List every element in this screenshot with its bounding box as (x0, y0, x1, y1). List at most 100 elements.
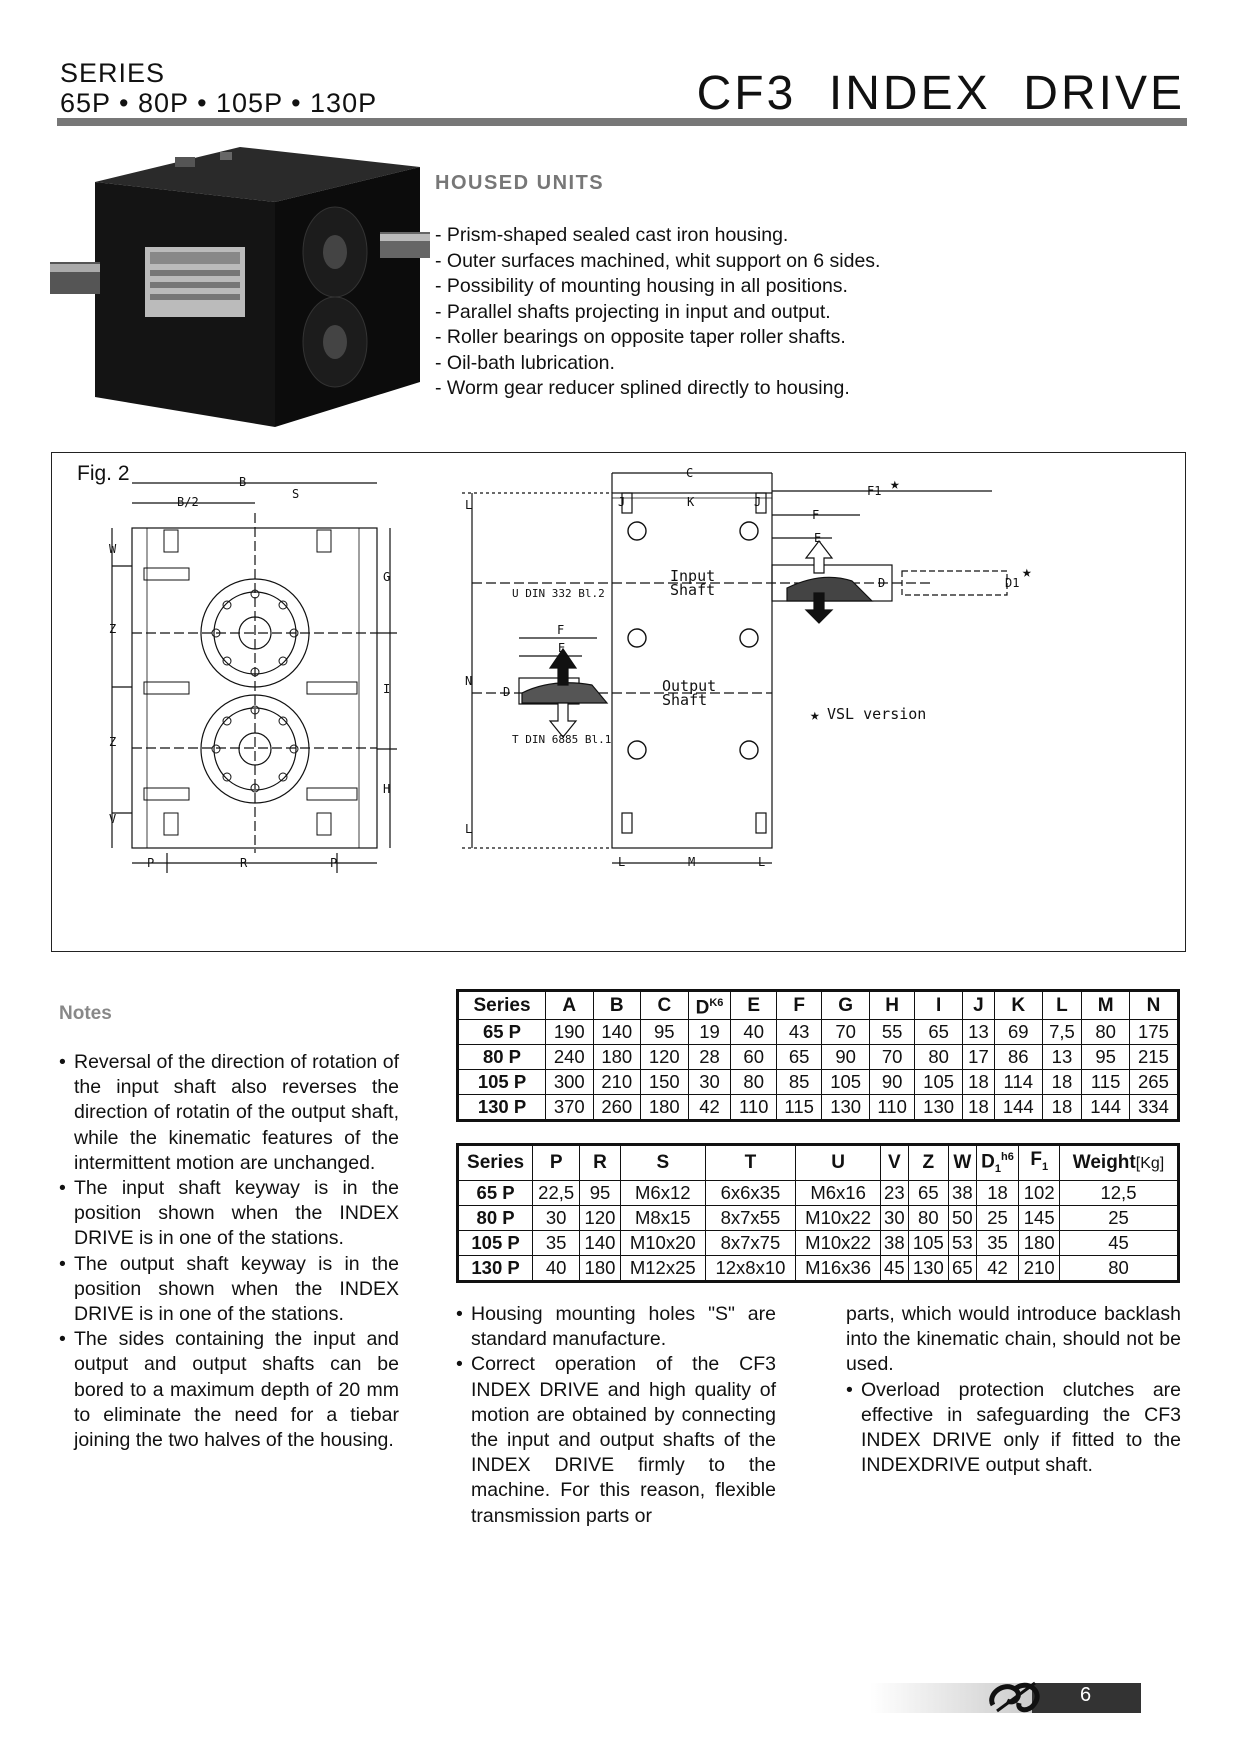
table-cell: 86 (994, 1044, 1043, 1071)
table-cell: 80 (914, 1044, 963, 1071)
dim-l2: L (758, 855, 765, 869)
table-cell: 210 (592, 1069, 642, 1096)
col-header: A (545, 989, 594, 1021)
col-header-unit: [Kg] (1135, 1154, 1165, 1172)
dim-c: C (686, 466, 693, 480)
table-cell: 30 (880, 1205, 909, 1232)
dim-h: H (383, 782, 390, 796)
table-cell: 69 (994, 1019, 1043, 1046)
t-label: T DIN 6885 Bl.1 (512, 733, 611, 746)
table-cell: 190 (545, 1019, 594, 1046)
note-continuation: parts, which would introduce backlash in… (846, 1303, 1181, 1376)
dim-v: V (109, 812, 116, 826)
table-cell: 65 (907, 1180, 950, 1207)
col-header: S (619, 1143, 706, 1182)
table-cell: 65 (914, 1019, 963, 1046)
col-header: D1h6 (975, 1143, 1020, 1182)
page-number: 6 (1080, 1684, 1092, 1706)
table-cell: M16x36 (795, 1255, 882, 1283)
brand-logo-icon (985, 1675, 1045, 1724)
table-cell: 180 (1018, 1230, 1060, 1257)
table-cell: 40 (532, 1255, 581, 1283)
table-cell: 260 (592, 1094, 642, 1122)
table-cell: 144 (1081, 1094, 1130, 1122)
series-cell: 65 P (456, 1019, 547, 1046)
dim-d1: D1 (1005, 576, 1019, 590)
fig-label: Fig. 2 (77, 462, 130, 485)
table-cell: 45 (1058, 1230, 1180, 1257)
feature-item: - Worm gear reducer splined directly to … (435, 377, 850, 399)
table-cell: 265 (1128, 1069, 1180, 1096)
table-cell: 35 (532, 1230, 581, 1257)
col-header: N (1128, 989, 1180, 1021)
col-header: W (948, 1143, 977, 1182)
col-header: Series (456, 1143, 534, 1182)
table-cell: 18 (1041, 1094, 1083, 1122)
table-cell: 23 (880, 1180, 909, 1207)
note-item: Housing mounting holes "S" are standard … (456, 1302, 776, 1352)
series-cell: 80 P (456, 1044, 547, 1071)
u-label: U DIN 332 Bl.2 (512, 587, 605, 600)
series-label: SERIES (60, 58, 166, 88)
col-header: G (821, 989, 870, 1021)
table-cell: 35 (975, 1230, 1020, 1257)
table-cell: 105 (914, 1069, 963, 1096)
table-cell: 18 (961, 1069, 996, 1096)
col-header: Weight[Kg] (1058, 1143, 1180, 1182)
table-cell: 80 (730, 1069, 777, 1096)
table-cell: M10x22 (795, 1205, 882, 1232)
col-header: B (592, 989, 642, 1021)
table-cell: 370 (545, 1094, 594, 1122)
table-cell: 102 (1018, 1180, 1060, 1207)
dim-l1: L (618, 855, 625, 869)
dim-d-mid: D (503, 685, 510, 699)
col-header-sub: 1 (994, 1163, 1001, 1176)
table-cell: 19 (687, 1019, 732, 1046)
dim-i: I (383, 682, 390, 696)
col-header: C (640, 989, 689, 1021)
dimensions-table-2: Series P R S T U V Z W D1h6 F1 Weight[Kg… (456, 1143, 1180, 1284)
product-photo (50, 142, 430, 432)
table-cell: 18 (975, 1180, 1020, 1207)
table-cell: 110 (730, 1094, 777, 1122)
table-cell: 70 (868, 1044, 916, 1071)
table-cell: 6x6x35 (704, 1180, 797, 1207)
col-header: E (730, 989, 777, 1021)
table-cell: 240 (545, 1044, 594, 1071)
table-cell: 30 (532, 1205, 581, 1232)
dim-e-top: E (814, 531, 821, 545)
table-cell: 130 (914, 1094, 963, 1122)
col-header: M (1081, 989, 1130, 1021)
table-cell: 110 (868, 1094, 916, 1122)
table-cell: 90 (821, 1044, 870, 1071)
col-header: J (961, 989, 996, 1021)
table-cell: 180 (592, 1044, 642, 1071)
feature-item: - Outer surfaces machined, whit support … (435, 249, 881, 272)
table-cell: 30 (687, 1069, 732, 1096)
table-cell: 95 (579, 1180, 621, 1207)
dim-z1: Z (109, 622, 116, 636)
table-cell: 130 (821, 1094, 870, 1122)
dim-d-top: D (878, 576, 885, 590)
table-cell: M12x25 (619, 1255, 706, 1283)
table-cell: 80 (1081, 1019, 1130, 1046)
table-cell: 12x8x10 (704, 1255, 797, 1283)
col-header: T (704, 1143, 797, 1182)
col-header: R (579, 1143, 621, 1182)
footer-bar (1032, 1683, 1141, 1713)
col-header: L (1041, 989, 1083, 1021)
output-shaft-line2: Shaft (662, 691, 707, 709)
table-cell: 140 (579, 1230, 621, 1257)
col-header: Series (456, 989, 547, 1021)
table-cell: 334 (1128, 1094, 1180, 1122)
note-item: The sides containing the input and outpu… (59, 1327, 399, 1453)
dim-z2: Z (109, 735, 116, 749)
table-cell: 80 (907, 1205, 950, 1232)
technical-drawing: Fig. 2 B B/2 S G I H W Z Z V (51, 452, 1186, 952)
table-cell: 180 (640, 1094, 689, 1122)
